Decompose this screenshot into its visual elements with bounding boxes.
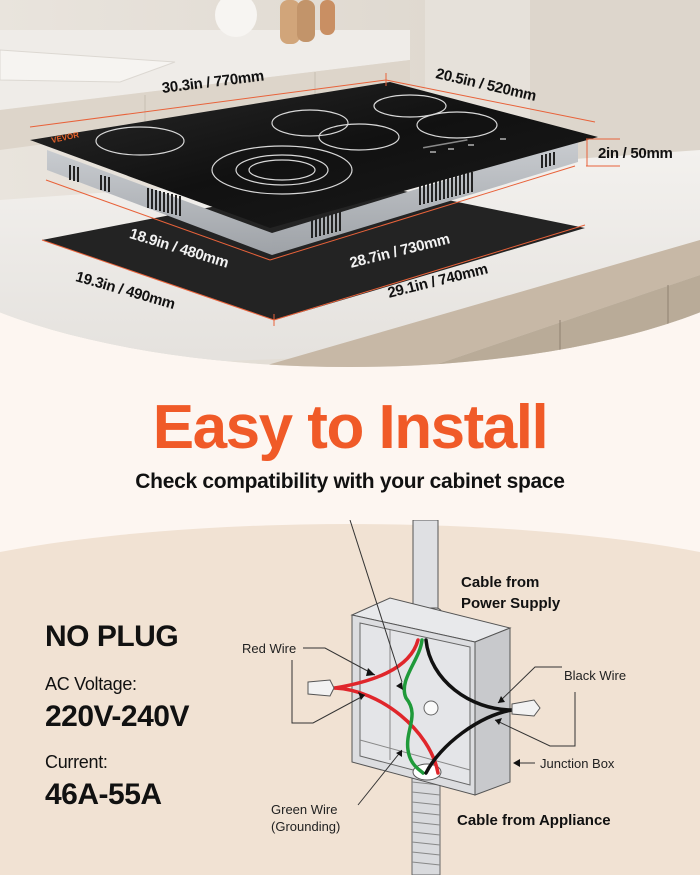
page-title: Easy to Install bbox=[152, 393, 549, 462]
green-wire-label: Green Wire (Grounding) bbox=[271, 801, 340, 835]
specs-panel-background bbox=[0, 524, 700, 875]
red-wire-label: Red Wire bbox=[242, 641, 297, 656]
cable-from-power-supply-label: Cable from Power Supply bbox=[461, 572, 560, 614]
green-wire-label-line2: (Grounding) bbox=[271, 819, 341, 834]
voltage-label: AC Voltage: bbox=[45, 674, 137, 694]
junction-box-diagram bbox=[291, 520, 576, 875]
cable-top-line1: Cable from bbox=[461, 574, 540, 591]
no-plug-label: NO PLUG bbox=[45, 620, 179, 653]
cooktop-photo: VEVOR 30.3in / 770mm 20.5in / 520mm 2in … bbox=[0, 0, 700, 367]
current-label: Current: bbox=[45, 752, 108, 772]
cable-from-appliance-label: Cable from Appliance bbox=[457, 812, 611, 829]
dim-cooktop-height: 2in / 50mm bbox=[598, 145, 673, 162]
voltage-value: 220V-240V bbox=[45, 700, 189, 733]
cable-top-line2: Power Supply bbox=[461, 595, 561, 612]
green-wire-label-line1: Green Wire bbox=[271, 802, 338, 817]
black-wire-label: Black Wire bbox=[564, 668, 627, 683]
page-subtitle: Check compatibility with your cabinet sp… bbox=[135, 470, 565, 493]
cooktop-illustration: VEVOR bbox=[0, 0, 700, 367]
junction-box-label: Junction Box bbox=[540, 756, 615, 771]
current-value: 46A-55A bbox=[45, 778, 162, 811]
